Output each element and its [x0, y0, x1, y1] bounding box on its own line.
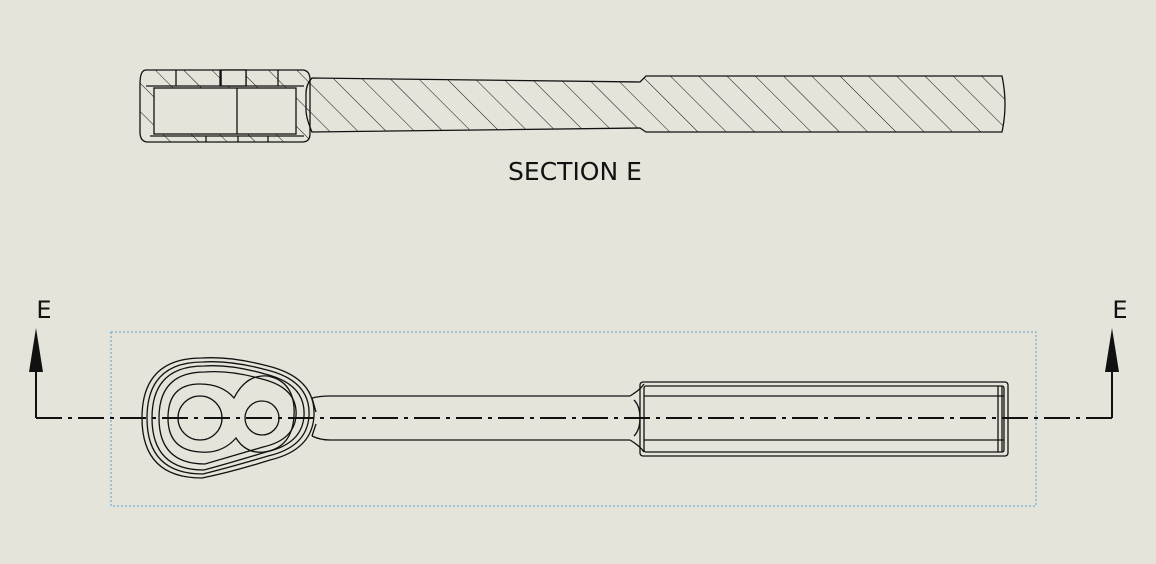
handle-shaft [311, 383, 645, 453]
section-view [139, 69, 1006, 143]
plan-view [141, 357, 1009, 479]
section-cut-line[interactable] [29, 328, 1119, 419]
left-section-arrow-icon [29, 328, 43, 372]
ratchet-head [141, 357, 315, 479]
left-section-arrow-label: E [36, 296, 51, 324]
section-title: SECTION E [508, 157, 642, 186]
right-section-arrow-icon [1105, 328, 1119, 372]
section-head [139, 69, 311, 143]
section-handle-body [305, 75, 1006, 133]
right-section-arrow-label: E [1112, 296, 1127, 324]
